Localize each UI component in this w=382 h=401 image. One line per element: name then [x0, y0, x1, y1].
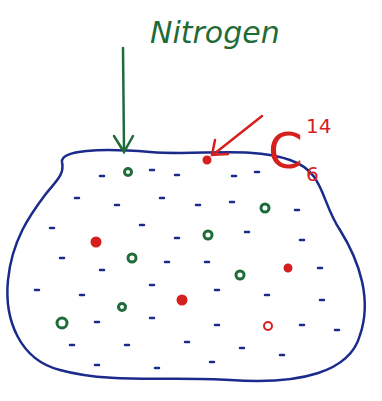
- element-symbol: C: [268, 126, 303, 176]
- atom-dashes: [35, 170, 339, 368]
- element-label: Nitrogen: [150, 18, 280, 48]
- nitrogen-atoms: [57, 169, 269, 329]
- atomic-number: 6: [306, 164, 319, 184]
- carbon-arrow: [212, 116, 262, 155]
- nitrogen-arrow: [114, 48, 133, 152]
- mass-number: 14: [306, 116, 331, 136]
- sample-outline: [7, 150, 364, 381]
- carbon-14-atoms: [92, 157, 292, 331]
